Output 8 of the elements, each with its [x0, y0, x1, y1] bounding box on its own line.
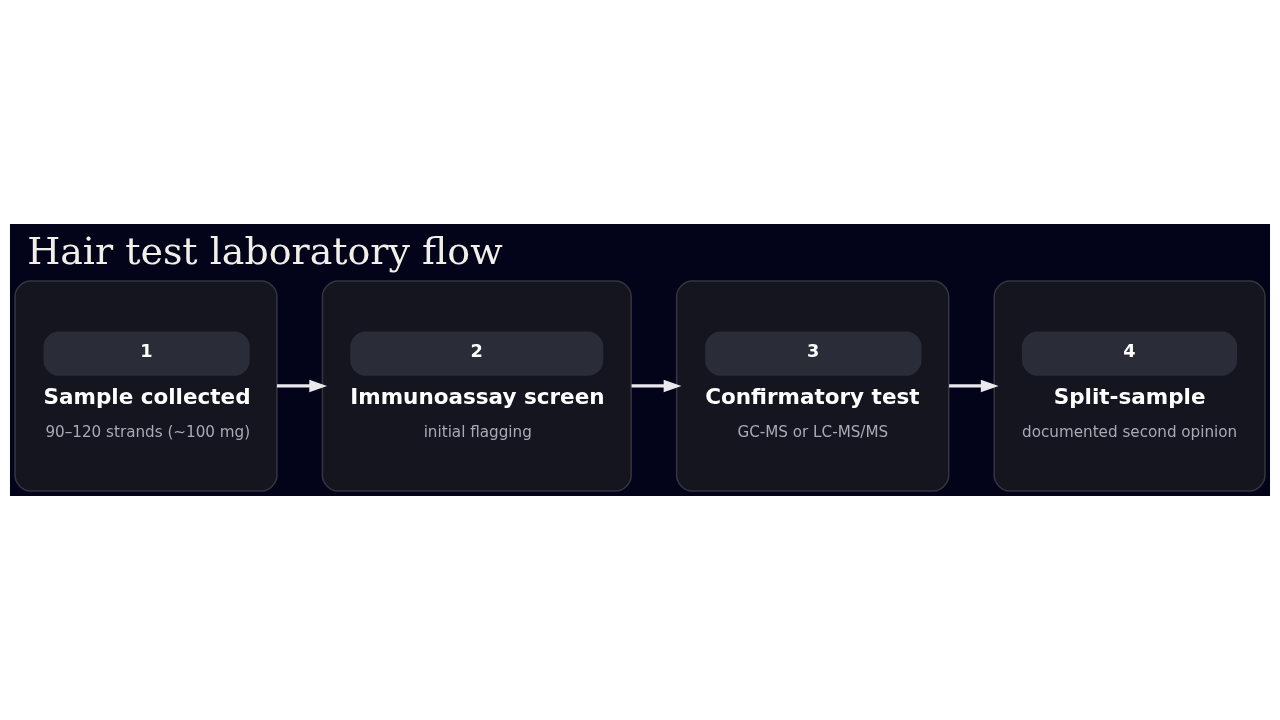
node-box: 3 Confirmatory test GC-MS or LC-MS/MS [675, 280, 950, 492]
node-box: 1 Sample collected 90–120 strands (~100 mg) [14, 280, 278, 492]
node-box: 2 Immunoassay screen initial flagging [321, 280, 632, 492]
diagram-title: Hair test laboratory flow [27, 229, 503, 274]
arrow [631, 379, 682, 393]
arrow [277, 379, 328, 393]
arrow [949, 379, 999, 393]
node-box: 4 Split-sample documented second opinion [993, 280, 1266, 492]
